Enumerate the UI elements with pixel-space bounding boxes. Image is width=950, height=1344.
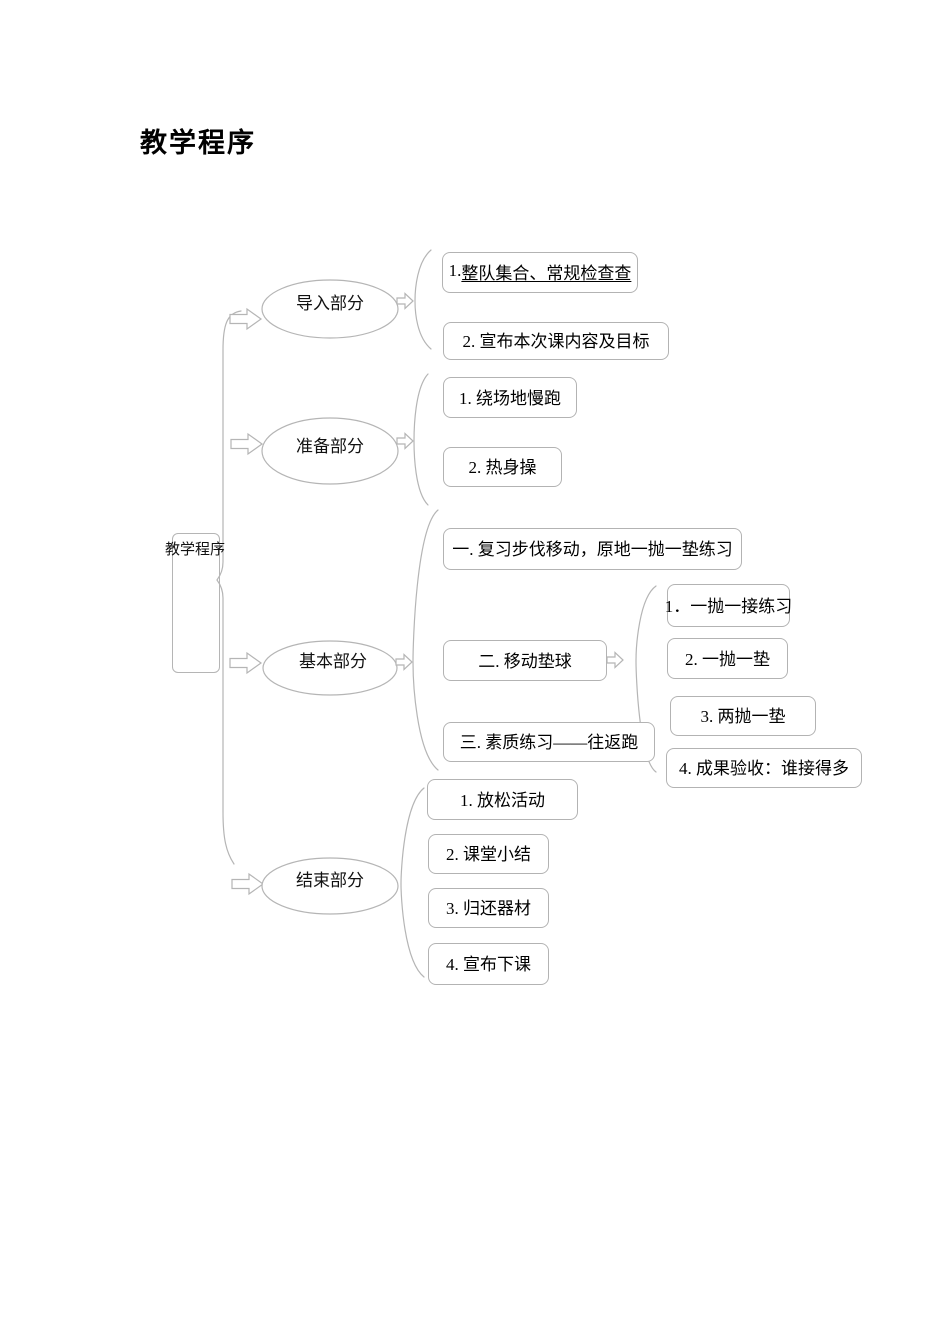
- intro-item-1: 1. 整队集合、常规检查查: [442, 252, 638, 293]
- out-arrow-basic-icon: [395, 653, 413, 671]
- basic-sub-item-3-text: 3. 两抛一垫: [700, 707, 786, 726]
- basic-ellipse-label: 基本部分: [299, 652, 367, 671]
- out-arrow-prep-icon: [396, 432, 414, 450]
- intro-ellipse: [261, 279, 399, 339]
- basic-sub-item-1-text: 1．一抛一接练习: [664, 596, 793, 616]
- basic-sub-item-4: 4. 成果验收：谁接得多: [666, 748, 862, 788]
- out-arrow-basic-sub-icon: [606, 651, 624, 669]
- basic-item-2-text: 二. 移动垫球: [478, 651, 572, 671]
- branch-arrow-basic-icon: [229, 651, 263, 675]
- branch-arrow-end-icon: [231, 872, 265, 896]
- basic-sub-item-3: 3. 两抛一垫: [670, 696, 816, 736]
- basic-item-3-text: 三. 素质练习——往返跑: [459, 733, 639, 752]
- end-item-4-text: 4. 宣布下课: [446, 955, 531, 974]
- basic-items-brace: [412, 509, 439, 771]
- prep-item-1: 1. 绕场地慢跑: [443, 377, 577, 418]
- end-item-3-text: 3. 归还器材: [446, 899, 531, 918]
- out-arrow-intro-icon: [396, 292, 414, 310]
- end-item-3: 3. 归还器材: [428, 888, 549, 928]
- basic-item-3: 三. 素质练习——往返跑: [443, 722, 655, 762]
- end-item-1: 1. 放松活动: [427, 779, 578, 820]
- intro-items-brace: [414, 249, 432, 350]
- prep-item-2-text: 2. 热身操: [468, 458, 537, 477]
- branch-arrow-prep-icon: [230, 432, 264, 456]
- basic-sub-item-4-text: 4. 成果验收：谁接得多: [679, 759, 849, 778]
- prep-item-2: 2. 热身操: [443, 447, 562, 487]
- basic-sub-item-2: 2. 一抛一垫: [667, 638, 788, 679]
- page-title: 教学程序: [140, 128, 256, 158]
- basic-sub-item-2-text: 2. 一抛一垫: [685, 649, 770, 669]
- root-node-label: 教学程序: [164, 542, 225, 558]
- prep-items-brace: [413, 373, 429, 506]
- end-ellipse: [261, 857, 399, 915]
- prep-ellipse: [261, 417, 399, 485]
- end-ellipse-label: 结束部分: [296, 871, 364, 890]
- prep-item-1-text: 1. 绕场地慢跑: [459, 388, 561, 408]
- end-item-1-text: 1. 放松活动: [460, 790, 545, 810]
- basic-item-1-text: 一. 复习步伐移动，原地一抛一垫练习: [452, 540, 733, 559]
- end-item-4: 4. 宣布下课: [428, 943, 549, 985]
- root-node-box: [172, 533, 220, 673]
- intro-item-1-number: 1.: [448, 261, 462, 280]
- root-brace: [216, 310, 242, 865]
- prep-ellipse-label: 准备部分: [296, 437, 364, 456]
- end-item-2: 2. 课堂小结: [428, 834, 549, 874]
- basic-item-2: 二. 移动垫球: [443, 640, 607, 681]
- branch-arrow-intro-icon: [229, 307, 263, 331]
- intro-ellipse-label: 导入部分: [296, 294, 364, 313]
- intro-item-2: 2. 宣布本次课内容及目标: [443, 322, 669, 360]
- basic-item-1: 一. 复习步伐移动，原地一抛一垫练习: [443, 528, 742, 570]
- basic-sub-item-1: 1．一抛一接练习: [664, 584, 793, 627]
- intro-item-1-text: 整队集合、常规检查查: [461, 263, 632, 283]
- end-items-brace: [400, 787, 425, 978]
- basic-ellipse: [262, 640, 398, 696]
- intro-item-2-text: 2. 宣布本次课内容及目标: [462, 332, 650, 351]
- end-item-2-text: 2. 课堂小结: [446, 845, 531, 864]
